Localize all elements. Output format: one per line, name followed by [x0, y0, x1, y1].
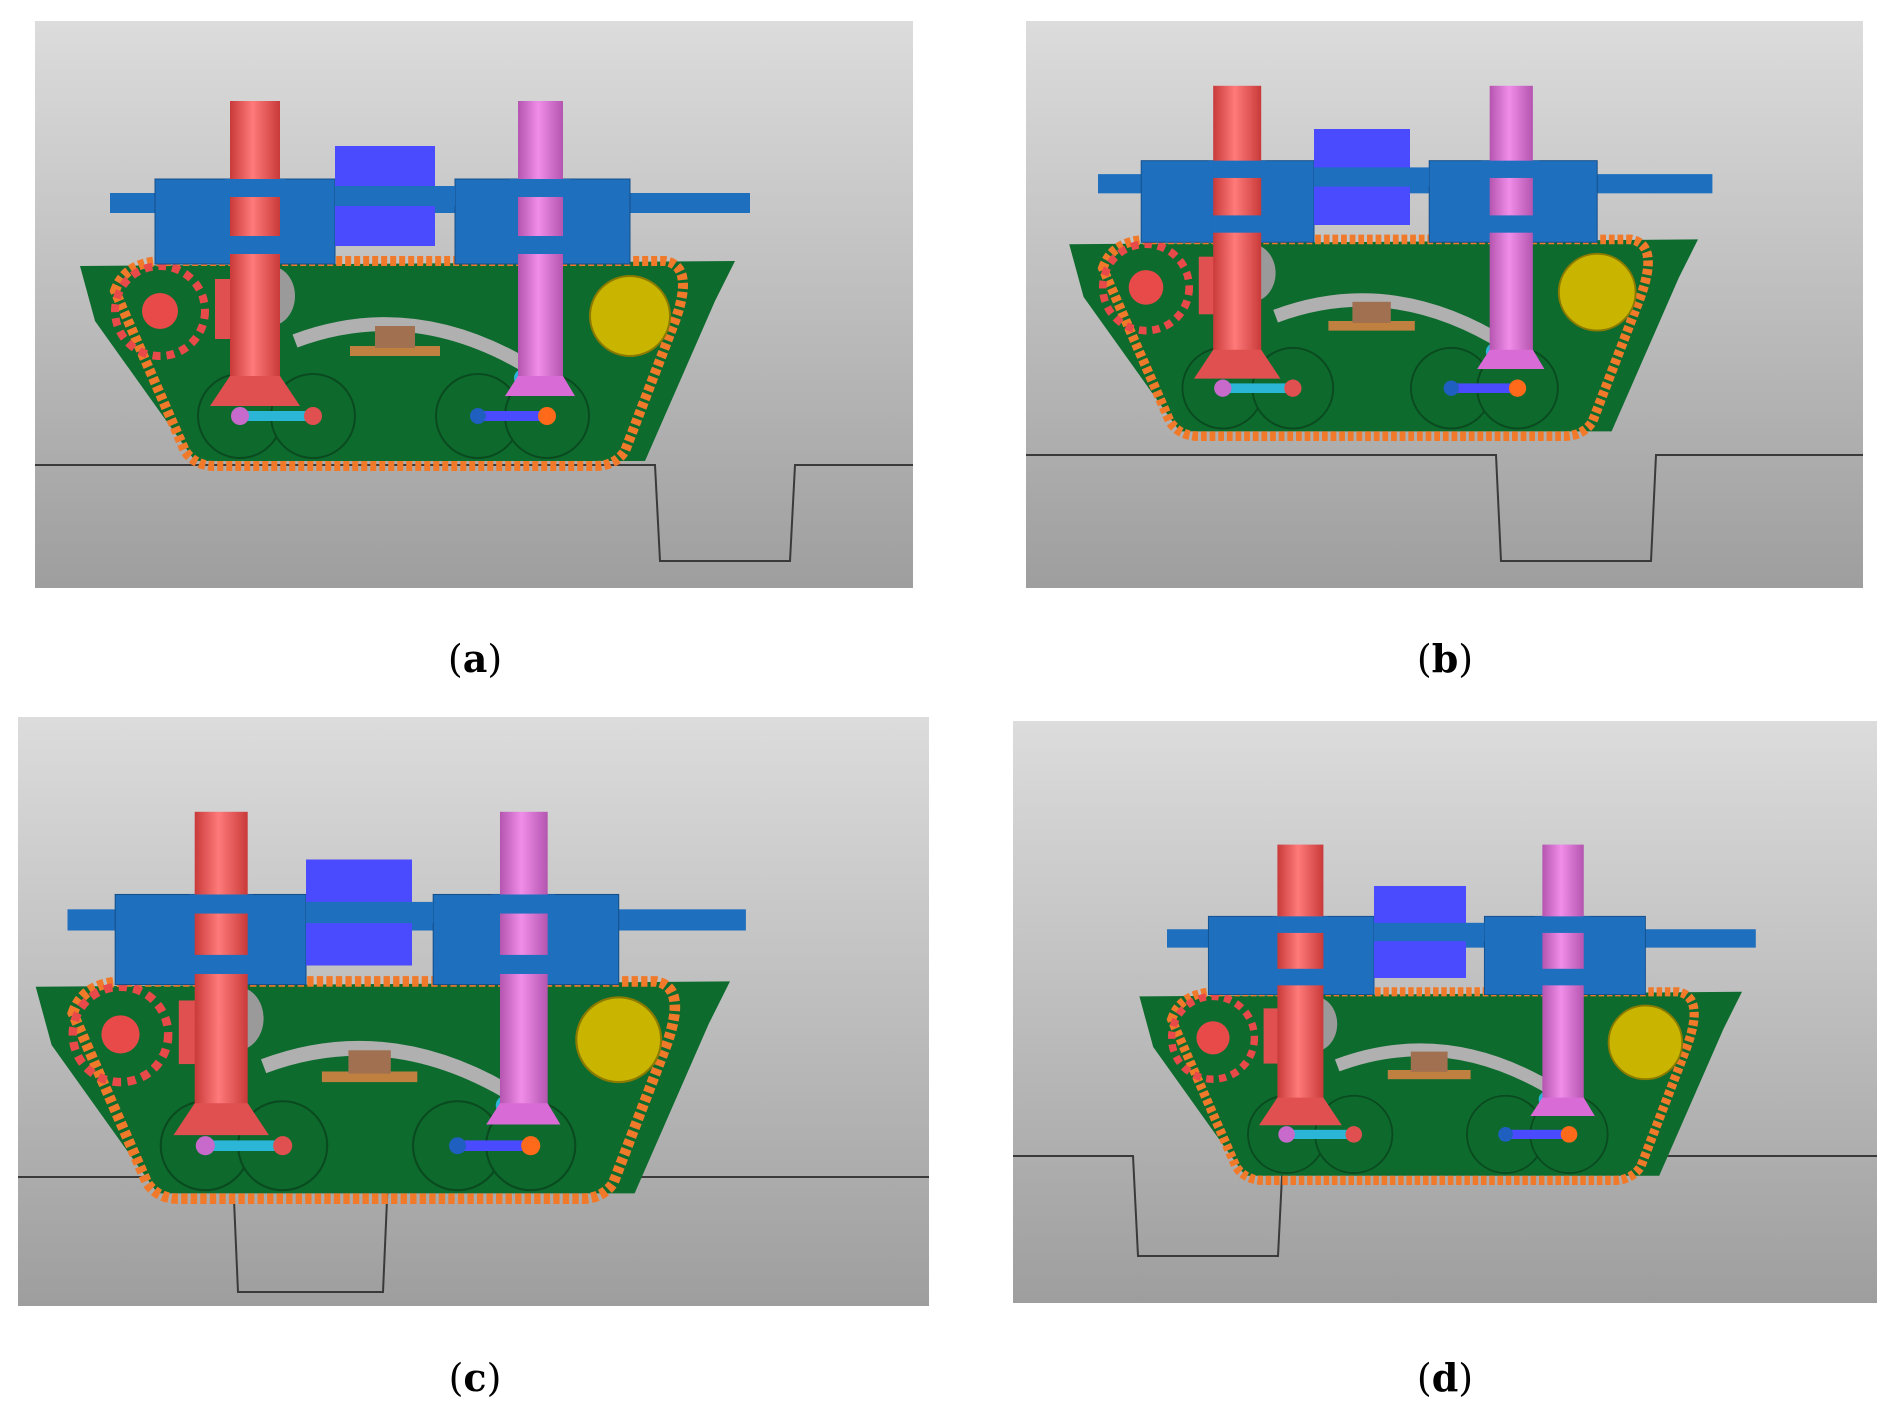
caption-b: (b) [1416, 636, 1474, 681]
leaf-spring [1334, 1043, 1562, 1099]
front-collar-top [189, 894, 253, 914]
robot-c [35, 811, 746, 1204]
rear-collar-top [491, 894, 556, 914]
front-pivot-1 [1214, 379, 1232, 397]
battery-strap [1314, 167, 1430, 187]
panel-c [18, 717, 929, 1306]
front-link-arm [205, 1140, 283, 1151]
front-pivot-2 [273, 1136, 293, 1156]
rear-pivot-2 [1560, 1126, 1578, 1143]
front-pivot-1 [1278, 1126, 1295, 1143]
front-collar-bottom [225, 236, 285, 254]
rear-collar-bottom [491, 954, 556, 974]
front-collar-top [225, 179, 285, 197]
sprocket-hub [1128, 270, 1164, 305]
rear-link-arm [1451, 383, 1518, 393]
panel-a [35, 21, 913, 588]
front-column-foot [173, 1103, 269, 1136]
sprocket-hub [1196, 1021, 1230, 1055]
track-belt [109, 256, 688, 471]
drive-sprocket [68, 982, 173, 1087]
front-pivot-1 [231, 407, 249, 425]
idler-wheel [575, 996, 663, 1084]
front-collar-top [1208, 160, 1266, 178]
rear-column-foot [1530, 1097, 1595, 1116]
rear-link-arm [1505, 1129, 1570, 1139]
rear-collar-top [1482, 160, 1540, 178]
sprocket-hub [101, 1015, 140, 1054]
front-collar-bottom [189, 954, 253, 974]
leaf-spring [1273, 293, 1510, 351]
spring-block [1352, 301, 1391, 323]
front-link-arm [240, 411, 313, 421]
front-pivot-2 [1284, 379, 1302, 397]
ground-profile [1026, 454, 1863, 562]
track-belt [67, 976, 681, 1204]
spring-base [321, 1071, 418, 1083]
caption-c: (c) [448, 1355, 502, 1400]
robot-b [1069, 85, 1713, 442]
robot-scene-c [18, 717, 929, 1306]
panel-d [1013, 721, 1877, 1303]
front-pivot-2 [304, 407, 322, 425]
robot-a [80, 101, 750, 471]
rear-collar-bottom [1535, 968, 1591, 986]
robot-scene-a [35, 21, 913, 588]
robot-d [1139, 844, 1756, 1186]
idler-wheel [589, 275, 671, 357]
rear-pivot-1 [1498, 1127, 1513, 1142]
front-link-arm [1286, 1129, 1354, 1139]
rear-pivot-2 [1508, 379, 1527, 397]
front-link-arm [1222, 383, 1293, 393]
idler-wheel [1557, 252, 1637, 332]
rear-collar-bottom [1482, 215, 1540, 233]
track-belt [1166, 987, 1699, 1186]
front-pivot-1 [195, 1136, 215, 1156]
rear-pivot-2 [521, 1136, 541, 1156]
drive-sprocket [1098, 240, 1194, 335]
spring-block [1410, 1051, 1448, 1072]
rear-collar-top [1535, 916, 1591, 933]
front-column-foot [1194, 349, 1281, 379]
spring-block [375, 326, 415, 348]
front-collar-bottom [1208, 215, 1266, 233]
track-belt [1097, 234, 1653, 442]
spring-block [348, 1050, 391, 1074]
spring-base [350, 346, 440, 356]
caption-d: (d) [1416, 1355, 1474, 1400]
rear-column-foot [1477, 349, 1545, 369]
battery-strap [305, 901, 434, 924]
front-column-foot [1259, 1097, 1342, 1126]
rear-pivot-2 [538, 407, 556, 425]
idler-wheel [1607, 1004, 1684, 1081]
drive-sprocket [1167, 992, 1259, 1083]
rear-column-foot [505, 376, 575, 396]
rear-link-arm [478, 411, 547, 421]
spring-base [1387, 1070, 1471, 1080]
sprocket-hub [142, 293, 178, 329]
battery-strap [335, 186, 455, 206]
front-collar-bottom [1272, 968, 1328, 986]
front-pivot-2 [1345, 1126, 1363, 1143]
rear-column-foot [486, 1103, 561, 1125]
drive-sprocket [111, 262, 209, 360]
caption-a: (a) [447, 636, 503, 681]
spring-base [1328, 321, 1415, 331]
panel-b [1026, 21, 1863, 588]
front-collar-top [1272, 916, 1328, 933]
front-column-foot [210, 376, 300, 406]
rear-pivot-1 [449, 1137, 467, 1155]
rear-pivot-1 [470, 408, 486, 424]
rear-collar-bottom [510, 236, 570, 254]
rear-collar-top [510, 179, 570, 197]
robot-scene-d [1013, 721, 1877, 1303]
battery-strap [1374, 922, 1485, 942]
rear-link-arm [457, 1140, 531, 1151]
robot-scene-b [1026, 21, 1863, 588]
rear-pivot-1 [1443, 380, 1459, 396]
